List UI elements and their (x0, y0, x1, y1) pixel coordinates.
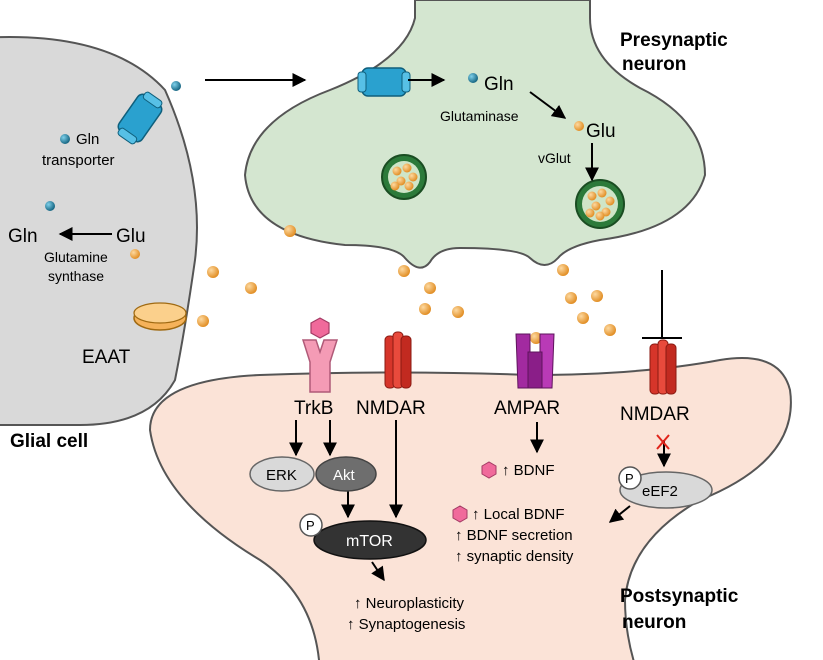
effect-local-bdnf: ↑ Local BDNF (472, 506, 565, 523)
eef2-phospho-label: P (625, 471, 634, 486)
gln-transporter-presynaptic-icon (357, 67, 411, 97)
inhibition-bar (642, 270, 682, 339)
gln-transporter-label-line1: Gln (76, 131, 99, 148)
glutamine-synthase-line2: synthase (48, 268, 104, 284)
trkb-label: TrkB (294, 398, 333, 419)
glu-molecules (130, 121, 616, 344)
eaat-label: EAAT (82, 347, 131, 368)
akt-node (315, 456, 377, 492)
glial-cell-title: Glial cell (10, 431, 88, 452)
bdnf-up-label: ↑ BDNF (502, 462, 555, 479)
postsynaptic-neuron-membrane (148, 357, 792, 660)
eaat-transporter-icon (133, 302, 187, 331)
glutaminase-label: Glutaminase (440, 108, 519, 124)
presynaptic-title-line1: Presynaptic (620, 30, 728, 51)
eef2-node (619, 471, 713, 509)
presyn-gln-label: Gln (484, 74, 514, 95)
mtor-phospho-label: P (306, 518, 315, 533)
presyn-glu-label: Glu (586, 121, 616, 142)
glutamine-synthase-line1: Glutamine (44, 249, 108, 265)
eef2-phospho-icon (618, 466, 642, 490)
mtor-node (313, 520, 427, 560)
bdnf-hexagon-icon (310, 317, 330, 339)
nmdar-left-label: NMDAR (356, 398, 426, 419)
postsynaptic-title-line2: neuron (622, 612, 686, 633)
eef2-label: eEF2 (642, 483, 678, 500)
trkb-receptor-icon (301, 339, 339, 393)
effect-synaptic-density: ↑ synaptic density (455, 548, 574, 565)
akt-label: Akt (333, 467, 356, 484)
nmdar-right-label: NMDAR (620, 404, 690, 425)
outcome-synaptogenesis: ↑ Synaptogenesis (347, 616, 465, 633)
erk-node (249, 456, 315, 492)
gln-transporter-glial-icon (117, 91, 163, 145)
gln-transporter-label-line2: transporter (42, 152, 115, 169)
effect-bdnf-secretion: ↑ BDNF secretion (455, 527, 573, 544)
nmdar-right-receptor-icon (649, 339, 677, 395)
mtor-label: mTOR (346, 533, 393, 550)
gln-molecules (45, 73, 478, 211)
vglut-label: vGlut (538, 150, 571, 166)
arrows (58, 73, 671, 582)
outcome-neuroplasticity: ↑ Neuroplasticity (354, 595, 465, 612)
bdnf-small-hexagon-icon (481, 461, 497, 479)
glial-gln-label: Gln (8, 226, 38, 247)
erk-label: ERK (266, 467, 297, 484)
ampar-receptor-icon (515, 333, 555, 389)
postsynaptic-title-line1: Postsynaptic (620, 586, 739, 607)
local-bdnf-hexagon-icon (452, 505, 468, 523)
glial-glu-label: Glu (116, 226, 146, 247)
nmdar-left-receptor-icon (384, 331, 412, 389)
vesicle-right (575, 179, 625, 229)
ampar-label: AMPAR (494, 398, 560, 419)
presynaptic-title-line2: neuron (622, 54, 686, 75)
vesicle-left (381, 154, 427, 200)
blocked-x-icon (656, 434, 670, 450)
mtor-phospho-icon (299, 513, 323, 537)
